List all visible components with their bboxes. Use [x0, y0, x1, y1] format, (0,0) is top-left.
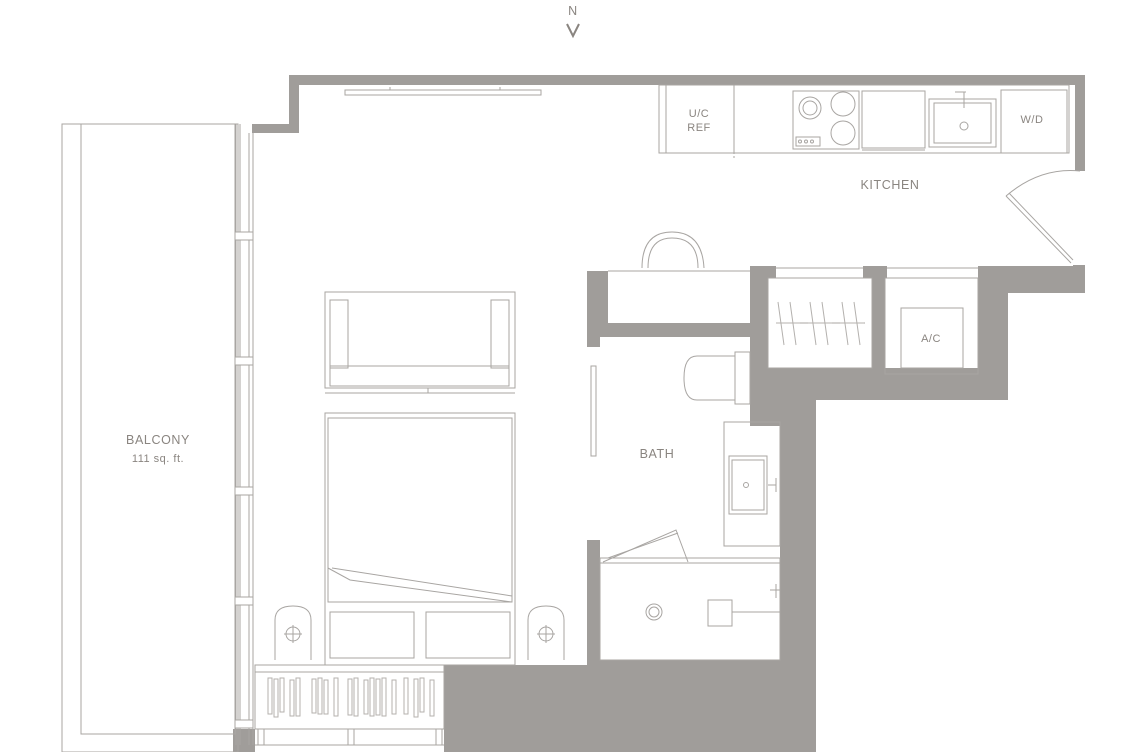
cooktop-icon — [792, 90, 860, 150]
hanger-icons — [776, 301, 864, 346]
washer-dryer-label: W/D — [1021, 114, 1044, 126]
north-arrow-icon — [566, 23, 580, 39]
desk — [608, 231, 750, 272]
kitchen: U/C REF W/D KITCHEN — [658, 84, 1070, 192]
kitchen-sink-icon — [928, 91, 997, 148]
balcony: BALCONY 111 sq. ft. — [61, 123, 254, 752]
drawer-right — [425, 611, 511, 659]
mattress — [324, 412, 516, 666]
top-window — [344, 87, 542, 96]
north-compass: N — [566, 4, 580, 39]
chair-icon — [641, 231, 705, 269]
bath-label: BATH — [640, 447, 675, 461]
bathroom: BATH — [590, 351, 781, 661]
dishwasher-icon — [861, 90, 926, 149]
balcony-label: BALCONY — [126, 433, 190, 447]
bed — [274, 291, 565, 666]
walls — [233, 75, 1085, 752]
vanity-sink-icon — [723, 421, 781, 547]
closet — [767, 267, 873, 369]
entry-door-icon — [1005, 170, 1081, 264]
wardrobe — [254, 664, 445, 746]
lamp-right-icon — [527, 605, 565, 660]
north-label: N — [568, 4, 578, 18]
kitchen-label: KITCHEN — [860, 178, 919, 192]
washer-dryer-icon — [1000, 89, 1068, 154]
lamp-left-icon — [274, 605, 312, 660]
sofa-icon — [324, 291, 516, 389]
balcony-area: 111 sq. ft. — [132, 453, 184, 465]
ac-closet: A/C — [884, 267, 979, 375]
hanging-clothes-icon — [267, 677, 435, 718]
ac-label: A/C — [921, 333, 941, 345]
ref-label-2: REF — [687, 122, 711, 134]
ac-unit-icon — [900, 307, 964, 369]
drawer-left — [329, 611, 415, 659]
ref-label-1: U/C — [689, 108, 709, 120]
toilet-icon — [683, 351, 751, 405]
shower-icon — [599, 529, 781, 661]
